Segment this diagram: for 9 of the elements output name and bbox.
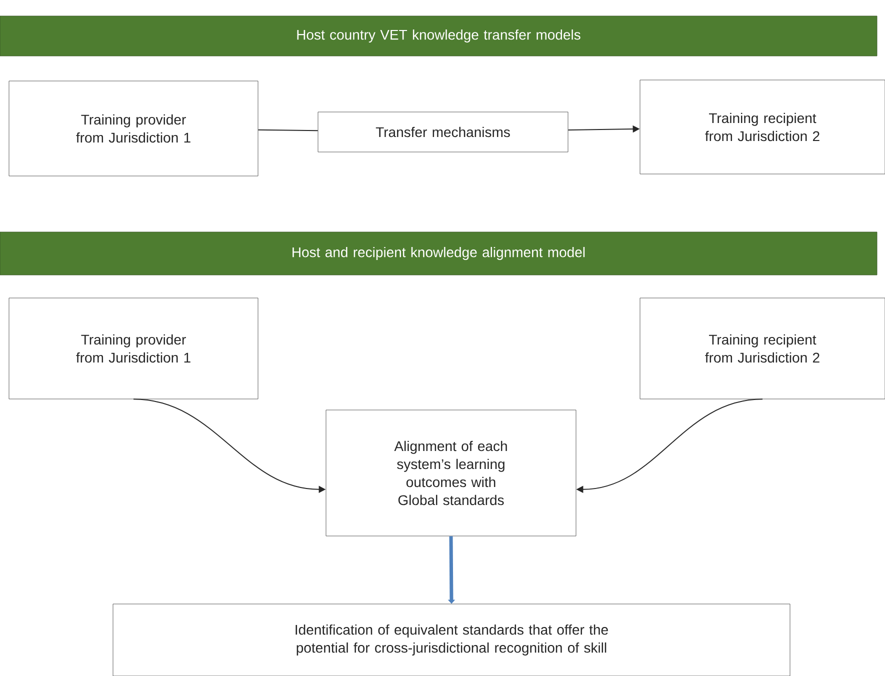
process-box: Transfer mechanisms: [318, 112, 568, 152]
process-box: Identification of equivalent standards that offer the potential for cross-jurisdictional recognition of skill: [112, 604, 790, 676]
process-box: Alignment of each system’s learning outcomes with Global standards: [326, 410, 576, 536]
header-band: Host and recipient knowledge alignment model: [0, 232, 878, 276]
process-box: Training provider from Jurisdiction 1: [8, 298, 258, 400]
process-box: Training recipient from Jurisdiction 2: [640, 298, 885, 400]
process-box: Training recipient from Jurisdiction 2: [640, 80, 885, 174]
header-band: Host country VET knowledge transfer models: [0, 16, 878, 56]
process-box: Training provider from Jurisdiction 1: [8, 80, 258, 176]
